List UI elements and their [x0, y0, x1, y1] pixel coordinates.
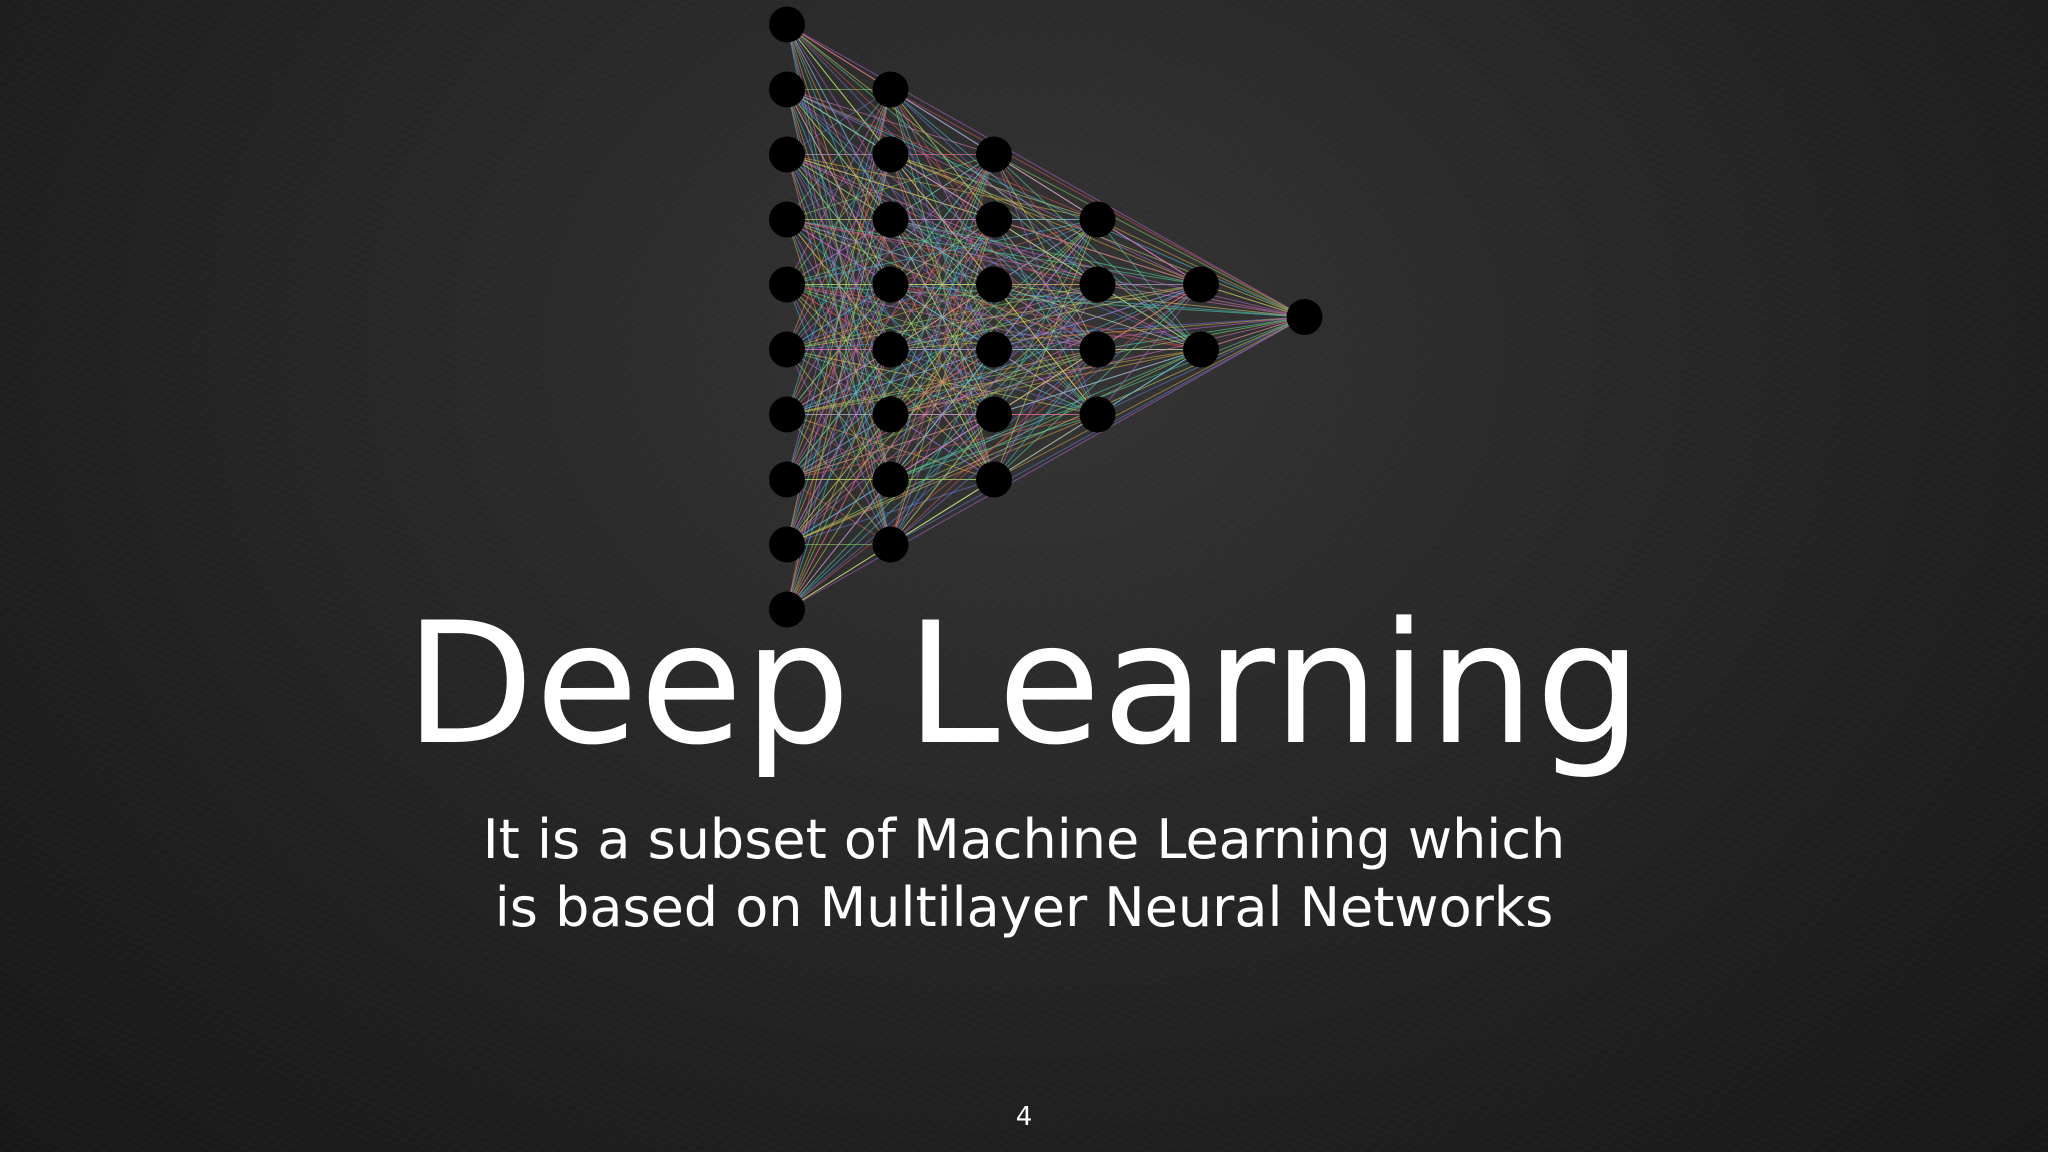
network-node	[1079, 266, 1116, 303]
network-edge	[993, 284, 1305, 318]
network-node	[976, 266, 1012, 303]
network-node	[769, 6, 805, 43]
network-node	[769, 331, 805, 368]
network-nodes	[769, 6, 1323, 628]
network-edge	[1097, 284, 1202, 350]
network-node	[769, 201, 805, 238]
network-edge	[786, 414, 995, 610]
network-edge	[993, 349, 1098, 480]
network-edge	[993, 154, 1305, 318]
slide-title: Deep Learning	[404, 586, 1644, 782]
network-node	[976, 136, 1012, 173]
network-node	[872, 526, 909, 563]
network-node	[769, 396, 805, 433]
network-edge	[993, 316, 1305, 350]
network-edge	[786, 316, 1305, 610]
network-node	[976, 201, 1012, 238]
network-node	[872, 461, 909, 498]
network-edge	[890, 349, 1098, 545]
network-node	[872, 266, 909, 303]
slide-subtitle: It is a subset of Machine Learning which…	[482, 808, 1566, 939]
network-edge	[1097, 219, 1202, 285]
network-node	[769, 71, 805, 108]
network-node	[769, 136, 805, 173]
network-node	[769, 526, 805, 563]
network-edge	[890, 219, 1098, 545]
network-node	[769, 266, 805, 303]
network-node	[1286, 299, 1323, 335]
network-edge	[1200, 284, 1305, 318]
network-edge	[993, 316, 1305, 480]
network-edge	[1200, 316, 1305, 350]
network-node	[872, 396, 909, 433]
network-edge	[786, 89, 995, 155]
network-edge	[1097, 349, 1202, 415]
network-edge	[890, 219, 1098, 415]
network-edge	[993, 219, 1098, 415]
network-node	[1183, 266, 1219, 303]
network-edge	[1097, 284, 1202, 415]
network-node	[1079, 396, 1116, 433]
network-node	[1183, 331, 1219, 368]
network-node	[976, 396, 1012, 433]
network-node	[769, 591, 805, 628]
network-node	[872, 331, 909, 368]
slide-number: 4	[1015, 1102, 1033, 1132]
network-node	[976, 331, 1012, 368]
network-edge	[890, 219, 1098, 285]
network-node	[769, 461, 805, 498]
network-edges	[786, 24, 1305, 610]
network-node	[976, 461, 1012, 498]
network-edge	[786, 24, 1305, 318]
network-node	[872, 136, 909, 173]
network-node	[1079, 201, 1116, 238]
network-node	[1079, 331, 1116, 368]
network-node	[872, 71, 909, 108]
network-node	[872, 201, 909, 238]
network-edge	[890, 154, 1098, 220]
